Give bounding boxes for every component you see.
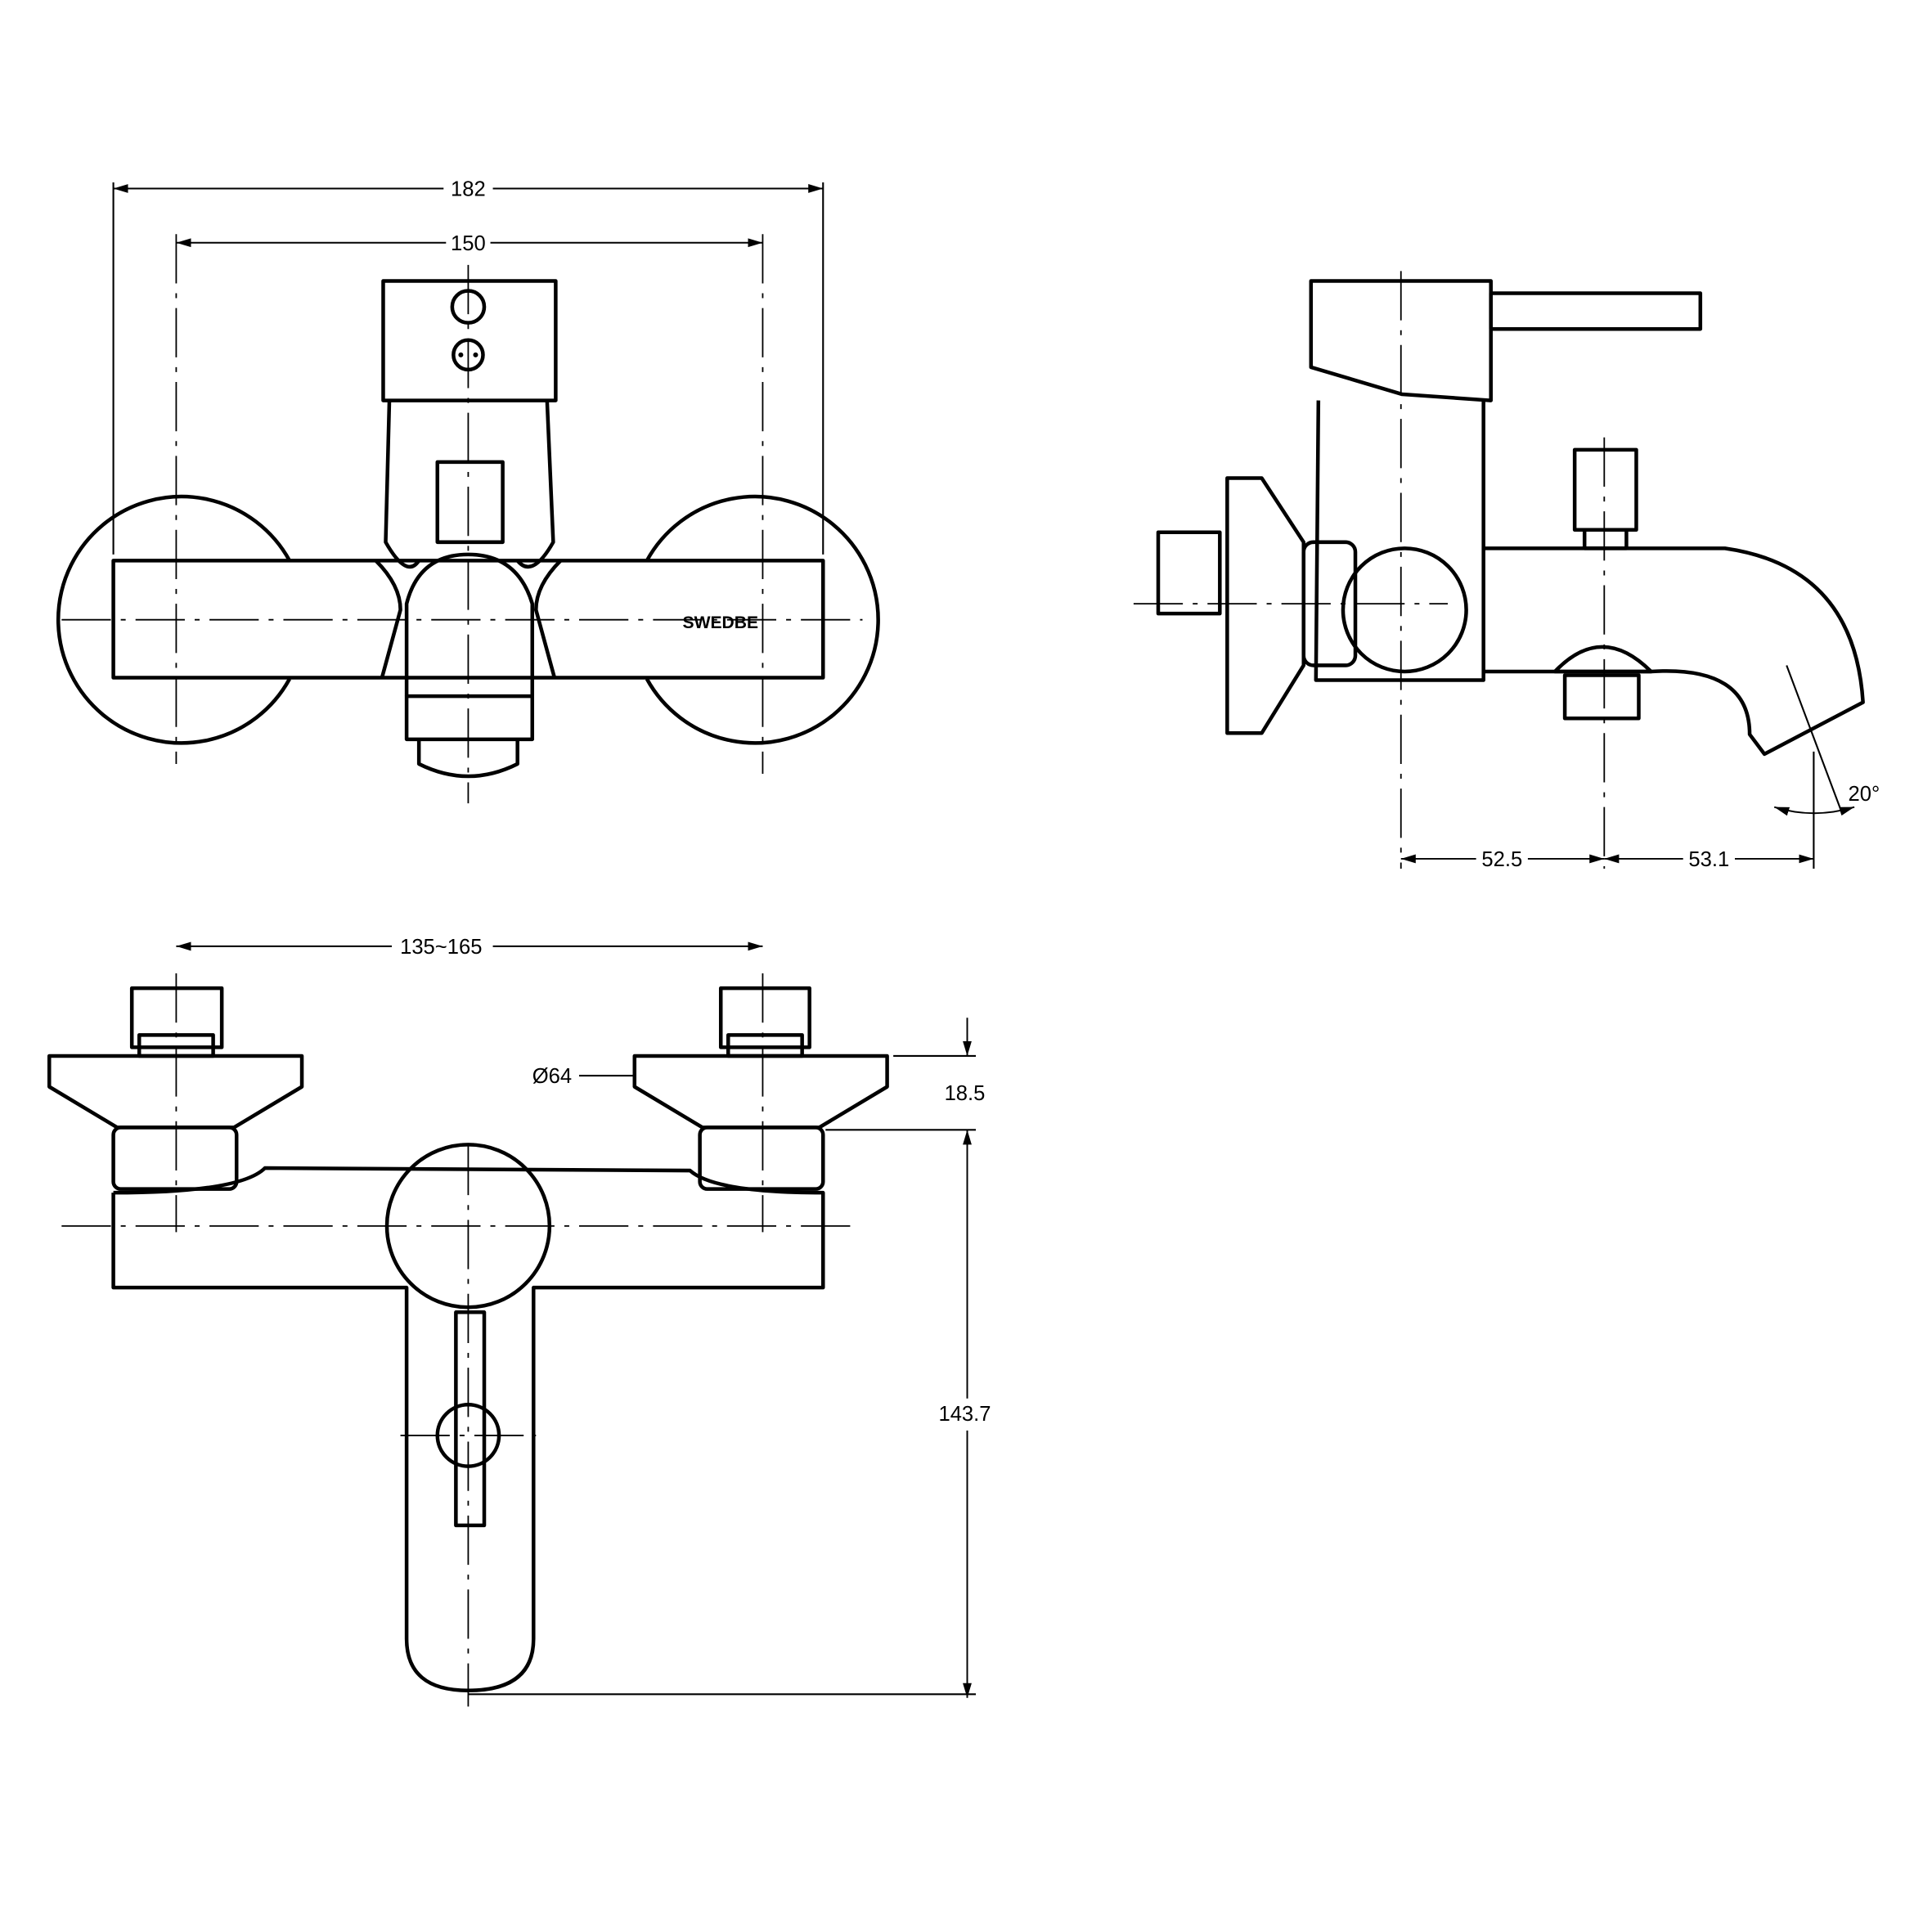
bottom-view: 135~165 Ø64 18.5 143.7 — [47, 936, 996, 1707]
dim-depth: 52.5 — [1481, 848, 1522, 871]
front-view: 182 150 SWEDBE — [56, 178, 880, 804]
dim-total-depth: 143.7 — [938, 1403, 991, 1426]
brand-mark: SWEDBE — [683, 613, 759, 632]
side-view: 20° 52.5 53.1 — [1133, 271, 1880, 871]
dim-inlet-range: 135~165 — [400, 936, 482, 959]
right-inlet — [632, 986, 889, 1191]
dim-flange-diameter: Ø64 — [532, 1065, 572, 1088]
dim-spout-angle: 20° — [1849, 783, 1880, 806]
dim-inlet-spacing: 150 — [451, 232, 486, 255]
dim-flange-height: 18.5 — [945, 1082, 986, 1105]
dim-overall-width: 182 — [451, 178, 486, 201]
dim-spout-reach: 53.1 — [1688, 848, 1729, 871]
